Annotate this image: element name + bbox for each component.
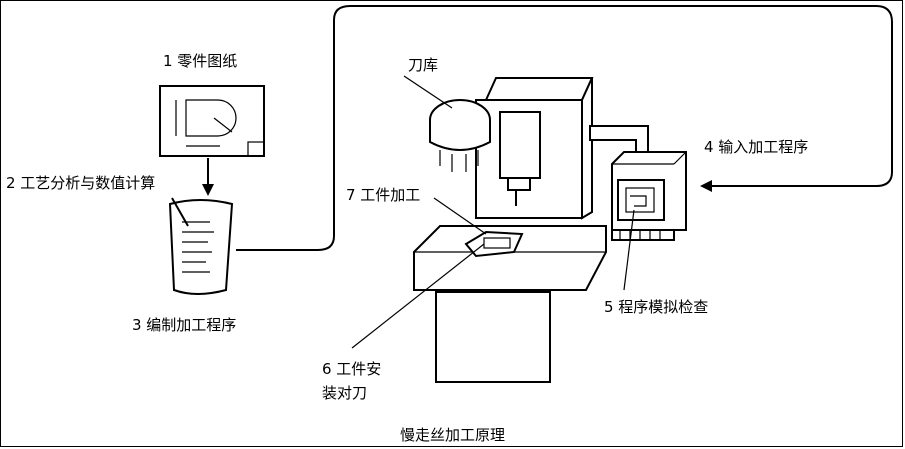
leader-step6 — [351, 243, 485, 349]
arrow-to-controller — [700, 180, 712, 192]
label-step7: 7 工件加工 — [346, 186, 420, 204]
label-step5: 5 程序模拟检查 — [604, 298, 708, 316]
label-step2: 2 工艺分析与数值计算 — [6, 174, 155, 192]
program-transfer-line — [236, 5, 893, 251]
label-step6-line2: 装对刀 — [322, 384, 367, 402]
tool-magazine — [429, 99, 491, 172]
diagram-caption: 慢走丝加工原理 — [400, 426, 505, 444]
machine-tool — [413, 77, 607, 383]
label-step6-line1: 6 工件安 — [322, 360, 381, 378]
leader-step7 — [433, 197, 487, 235]
part-drawing — [159, 85, 265, 157]
leader-tool-magazine — [403, 75, 453, 109]
label-step4: 4 输入加工程序 — [704, 138, 808, 156]
program-sheet — [168, 197, 234, 295]
label-step3: 3 编制加工程序 — [132, 316, 236, 334]
label-tool-magazine: 刀库 — [408, 56, 438, 74]
cnc-controller — [611, 151, 687, 241]
label-step1: 1 零件图纸 — [163, 52, 237, 70]
arrow-head-down — [202, 184, 214, 196]
leader-step5 — [623, 209, 635, 291]
